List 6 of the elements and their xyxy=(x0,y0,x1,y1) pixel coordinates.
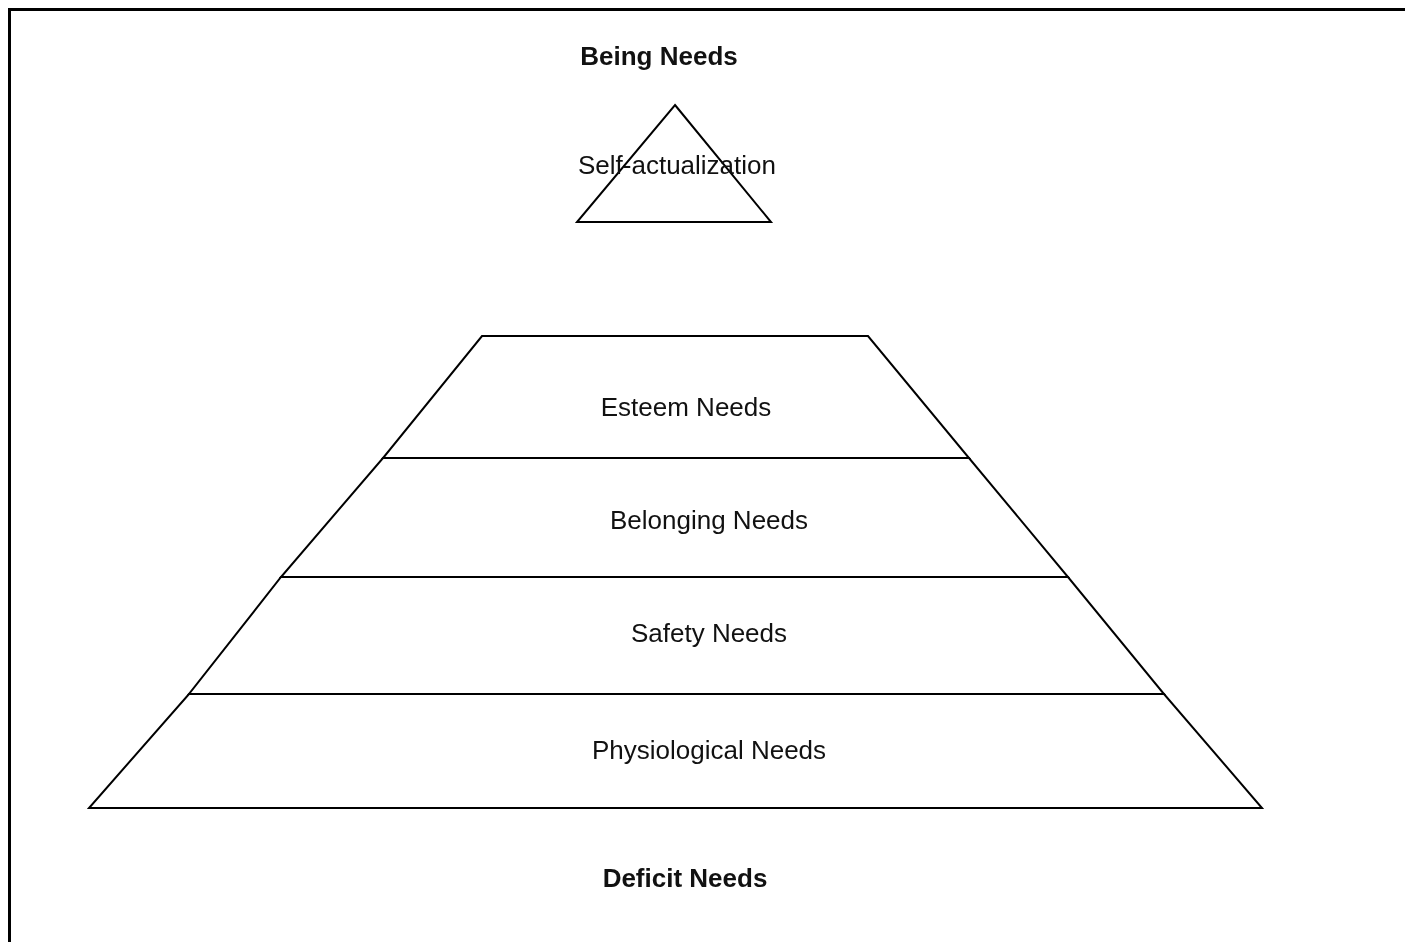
heading-label: Being Needs xyxy=(580,40,738,72)
tier-label: Physiological Needs xyxy=(591,734,827,766)
heading-label: Deficit Needs xyxy=(602,862,768,894)
tier-label: Safety Needs xyxy=(630,617,788,649)
tier-label: Belonging Needs xyxy=(610,504,808,536)
tier-label: Esteem Needs xyxy=(600,391,772,423)
